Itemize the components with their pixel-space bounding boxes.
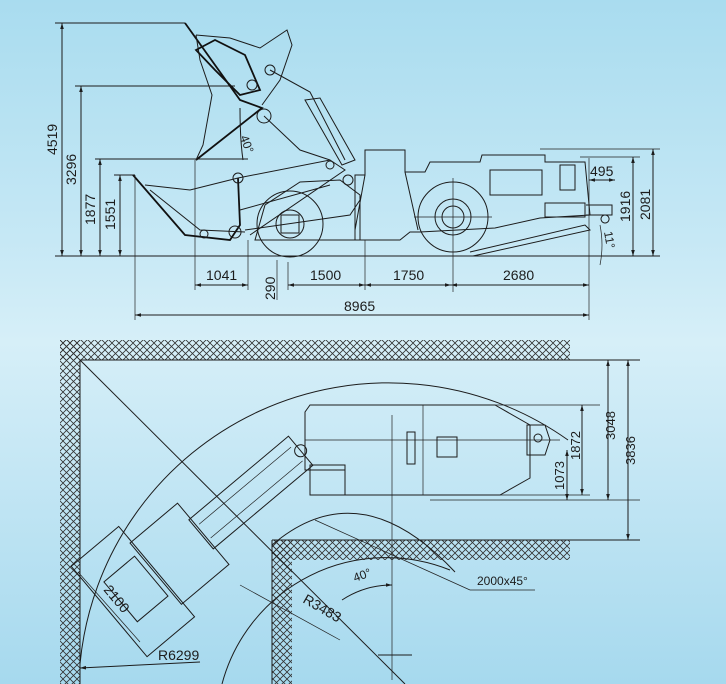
dim-1041: 1041 bbox=[206, 267, 237, 283]
raised-bucket: 40° bbox=[184, 22, 356, 166]
steer-angle-label: 40° bbox=[351, 565, 373, 584]
rear-chassis bbox=[354, 149, 613, 292]
dim-3836: 3836 bbox=[623, 436, 638, 465]
inner-wall-vertical bbox=[272, 540, 292, 684]
departure-angle-label: 11° bbox=[601, 230, 618, 250]
dim-3048: 3048 bbox=[603, 411, 618, 440]
rear-dimensions: 495 1916 2081 11° bbox=[540, 148, 660, 266]
side-view: 4519 3296 1877 1551 40° bbox=[44, 22, 660, 320]
length-dimensions: 1041 290 1500 1750 2680 8965 bbox=[134, 158, 590, 320]
dim-1500: 1500 bbox=[310, 267, 341, 283]
dim-1916: 1916 bbox=[617, 191, 633, 222]
inner-wall-horizontal bbox=[272, 540, 570, 560]
plan-machine-body bbox=[304, 404, 560, 496]
plan-view: 3048 3836 1872 1073 2000x45° 40° R3483 2… bbox=[60, 340, 640, 684]
outer-turning-arc bbox=[79, 382, 569, 665]
inner-turning-arc bbox=[221, 557, 451, 684]
inner-radius-label: R3483 bbox=[301, 591, 345, 626]
front-wheel bbox=[256, 190, 324, 258]
plan-width-dimensions: 3048 3836 1872 1073 bbox=[430, 360, 640, 540]
outer-radius-label: R6299 bbox=[158, 647, 199, 663]
dim-290: 290 bbox=[262, 276, 278, 300]
dim-1872: 1872 bbox=[568, 431, 583, 460]
left-wall bbox=[60, 340, 80, 684]
height-dimensions: 4519 3296 1877 1551 bbox=[44, 22, 248, 256]
dim-1073: 1073 bbox=[552, 461, 567, 490]
dim-8965: 8965 bbox=[344, 298, 375, 314]
dim-1551: 1551 bbox=[102, 199, 118, 230]
plan-front-unit bbox=[70, 435, 314, 658]
dim-3296: 3296 bbox=[63, 154, 79, 185]
front-chassis bbox=[254, 160, 361, 258]
dim-495: 495 bbox=[590, 163, 614, 179]
top-wall bbox=[60, 340, 570, 360]
bucket-angle-label: 40° bbox=[237, 133, 256, 155]
dim-2081: 2081 bbox=[637, 189, 653, 220]
plan-bucket bbox=[70, 525, 196, 658]
dim-4519: 4519 bbox=[44, 124, 60, 155]
dim-1750: 1750 bbox=[393, 267, 424, 283]
lowered-bucket bbox=[132, 159, 361, 241]
dim-2680: 2680 bbox=[503, 267, 534, 283]
dim-1877: 1877 bbox=[82, 194, 98, 225]
chamfer-label: 2000x45° bbox=[477, 574, 528, 588]
